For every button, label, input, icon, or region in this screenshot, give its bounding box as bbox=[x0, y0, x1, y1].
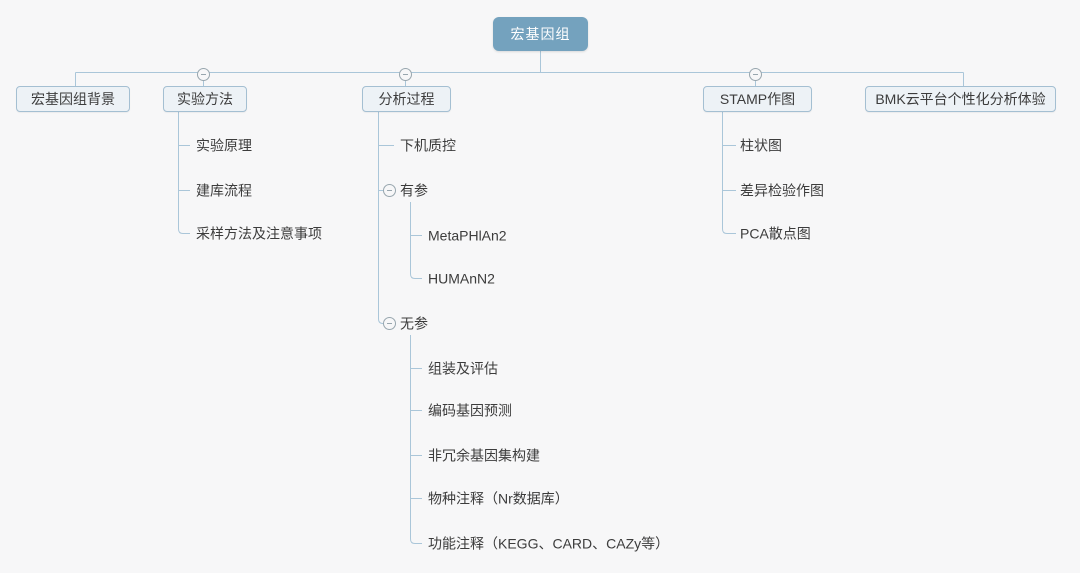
root-topic[interactable]: 宏基因组 bbox=[493, 17, 588, 51]
collapse-icon[interactable] bbox=[383, 317, 396, 330]
topic-item[interactable]: 有参 bbox=[400, 182, 428, 199]
topic-item[interactable]: 下机质控 bbox=[400, 137, 456, 154]
branch-node-stamp-plot[interactable]: STAMP作图 bbox=[703, 86, 812, 112]
collapse-icon[interactable] bbox=[399, 68, 412, 81]
branch-node-experiment-method[interactable]: 实验方法 bbox=[163, 86, 247, 112]
topic-item[interactable]: 实验原理 bbox=[196, 137, 252, 154]
minus-icon bbox=[387, 190, 392, 191]
topic-item[interactable]: PCA散点图 bbox=[740, 225, 811, 242]
topic-item[interactable]: MetaPHlAn2 bbox=[428, 227, 507, 244]
topic-item[interactable]: 组装及评估 bbox=[428, 360, 498, 377]
minus-icon bbox=[403, 74, 408, 75]
topic-item[interactable]: 非冗余基因集构建 bbox=[428, 447, 540, 464]
topic-item[interactable]: 柱状图 bbox=[740, 137, 782, 154]
minus-icon bbox=[201, 74, 206, 75]
collapse-icon[interactable] bbox=[749, 68, 762, 81]
topic-item[interactable]: 编码基因预测 bbox=[428, 402, 512, 419]
branch-node-analysis-process[interactable]: 分析过程 bbox=[362, 86, 451, 112]
collapse-icon[interactable] bbox=[383, 184, 396, 197]
topic-item[interactable]: 差异检验作图 bbox=[740, 182, 824, 199]
topic-item[interactable]: 采样方法及注意事项 bbox=[196, 225, 322, 242]
topic-item[interactable]: HUMAnN2 bbox=[428, 270, 495, 287]
collapse-icon[interactable] bbox=[197, 68, 210, 81]
topic-item[interactable]: 无参 bbox=[400, 315, 428, 332]
topic-item[interactable]: 物种注释（Nr数据库） bbox=[428, 490, 569, 507]
branch-node-bmk-cloud[interactable]: BMK云平台个性化分析体验 bbox=[865, 86, 1056, 112]
branch-node-background[interactable]: 宏基因组背景 bbox=[16, 86, 130, 112]
minus-icon bbox=[753, 74, 758, 75]
minus-icon bbox=[387, 323, 392, 324]
topic-item[interactable]: 建库流程 bbox=[196, 182, 252, 199]
topic-item[interactable]: 功能注释（KEGG、CARD、CAZy等） bbox=[428, 535, 670, 552]
